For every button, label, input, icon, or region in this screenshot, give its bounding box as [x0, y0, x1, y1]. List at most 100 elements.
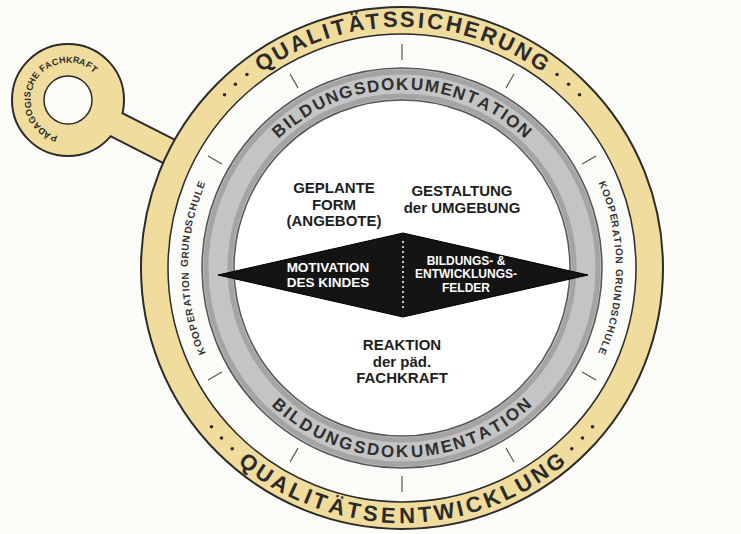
ring-text: QUALITÄTSENTWICKLUNG	[140, 6, 664, 530]
arc-letter: A	[268, 471, 293, 498]
arc-letter: B	[269, 395, 289, 416]
arc-letter: G	[27, 114, 38, 124]
arc-letter: O	[25, 107, 36, 116]
arc-letter: K	[480, 486, 503, 512]
arc-letter: A	[475, 93, 494, 114]
ornament-dot	[230, 447, 234, 451]
arc-letter: N	[527, 461, 552, 488]
arc-letter: I	[23, 98, 32, 101]
arc-letter: T	[487, 100, 505, 120]
arc-letter: Q	[235, 449, 262, 477]
inner-circle: MOTIVATION DES KINDESBILDUNGS- & ENTWICK…	[234, 100, 570, 436]
arc-letter: H	[27, 76, 38, 86]
arc-letter: I	[281, 404, 295, 420]
ornament-dot	[578, 93, 582, 97]
field-text: GESTALTUNG der UMGEBUNG	[402, 183, 522, 217]
arc-letter: T	[181, 292, 192, 299]
quality-ring: MOTIVATION DES KINDESBILDUNGS- & ENTWICK…	[140, 6, 664, 530]
arc-letter: S	[362, 502, 379, 526]
hook-ring-outline	[0, 30, 140, 170]
arc-letter: L	[497, 479, 519, 505]
arc-letter: R	[477, 23, 500, 49]
arc-letter: H	[604, 324, 616, 334]
arc-letter: E	[439, 80, 454, 99]
ring-text: PÄDAGOGISCHE FACHKRAFT	[0, 30, 140, 170]
arc-letter: T	[345, 499, 362, 523]
arc-letter: N	[511, 38, 536, 65]
arc-letter: T	[310, 489, 330, 514]
arc-letter: K	[597, 180, 609, 191]
arc-letter: L	[286, 108, 304, 128]
arc-letter: I	[613, 244, 623, 248]
ornament-dot	[210, 425, 214, 429]
arc-letter: B	[269, 120, 289, 141]
arc-letter: P	[605, 205, 616, 214]
arc-letter: K	[396, 75, 408, 92]
arc-letter: G	[337, 433, 355, 453]
arc-letter: H	[188, 202, 200, 212]
arc-letter: U	[602, 332, 614, 342]
compass-diamond-outline	[218, 233, 588, 317]
arc-letter: U	[310, 93, 329, 114]
arc-letter: C	[463, 493, 485, 519]
arc-letter: U	[410, 76, 424, 94]
arc-letter: A	[182, 299, 193, 308]
arc-letter: M	[423, 440, 440, 459]
ring-text: BILDUNGSDOKUMENTATION	[202, 68, 602, 468]
arc-letter: T	[464, 88, 480, 108]
arc-letter: D	[297, 415, 316, 436]
arc-letter: T	[365, 10, 381, 33]
arc-letter: D	[610, 301, 621, 310]
arc-letter: E	[186, 315, 197, 324]
ornament-dot	[220, 436, 224, 440]
ring-text: BILDUNGSDOKUMENTATION	[202, 68, 602, 468]
arc-letter: U	[181, 243, 192, 251]
arc-letter: A	[611, 228, 622, 237]
arc-letter: T	[487, 416, 505, 436]
arc-letter: C	[50, 57, 59, 68]
documentation-ring: MOTIVATION DES KINDESBILDUNGS- & ENTWICK…	[202, 68, 602, 468]
arc-letter: L	[193, 187, 205, 196]
arc-letter: R	[613, 277, 623, 285]
ornament-dot	[555, 73, 559, 77]
arc-letter: S	[23, 91, 33, 98]
arc-letter: O	[380, 76, 395, 94]
arc-letter: U	[252, 461, 277, 488]
arc-letter: I	[301, 486, 315, 509]
arc-letter: E	[196, 180, 208, 190]
arc-letter: P	[187, 322, 198, 331]
arc-letter: I	[320, 20, 333, 43]
arc-letter: D	[366, 440, 381, 459]
arc-letter: N	[451, 433, 468, 453]
arc-letter: G	[526, 48, 552, 76]
arc-letter: N	[514, 120, 534, 141]
arc-letter: G	[614, 269, 624, 277]
arc-letter: S	[352, 79, 367, 98]
field-text: MOTIVATION DES KINDES	[278, 260, 378, 290]
arc-letter: K	[195, 346, 207, 357]
arc-letter: Ä	[326, 495, 347, 520]
arc-letter: A	[78, 57, 87, 68]
arc-letter: S	[609, 309, 620, 318]
arc-letter: C	[186, 210, 197, 219]
arc-letter: L	[286, 408, 304, 428]
arc-letter: U	[511, 471, 536, 498]
arc-letter: U	[310, 422, 329, 443]
arc-letter: F	[38, 64, 48, 74]
arc-letter: A	[286, 30, 310, 57]
arc-letter: N	[323, 88, 341, 108]
arc-letter: S	[382, 9, 398, 32]
arc-letter: H	[58, 56, 66, 66]
arc-letter: K	[65, 55, 72, 64]
arc-letter: D	[297, 100, 316, 121]
ring-text: QUALITÄTSSICHERUNG	[140, 6, 664, 530]
arc-letter: D	[366, 77, 381, 96]
arc-letter: U	[269, 38, 294, 65]
arc-letter: U	[190, 194, 202, 204]
arc-letter: G	[180, 259, 190, 267]
ornament-dot	[567, 82, 571, 86]
arc-letter: U	[494, 30, 518, 57]
arc-letter: T	[329, 16, 348, 41]
